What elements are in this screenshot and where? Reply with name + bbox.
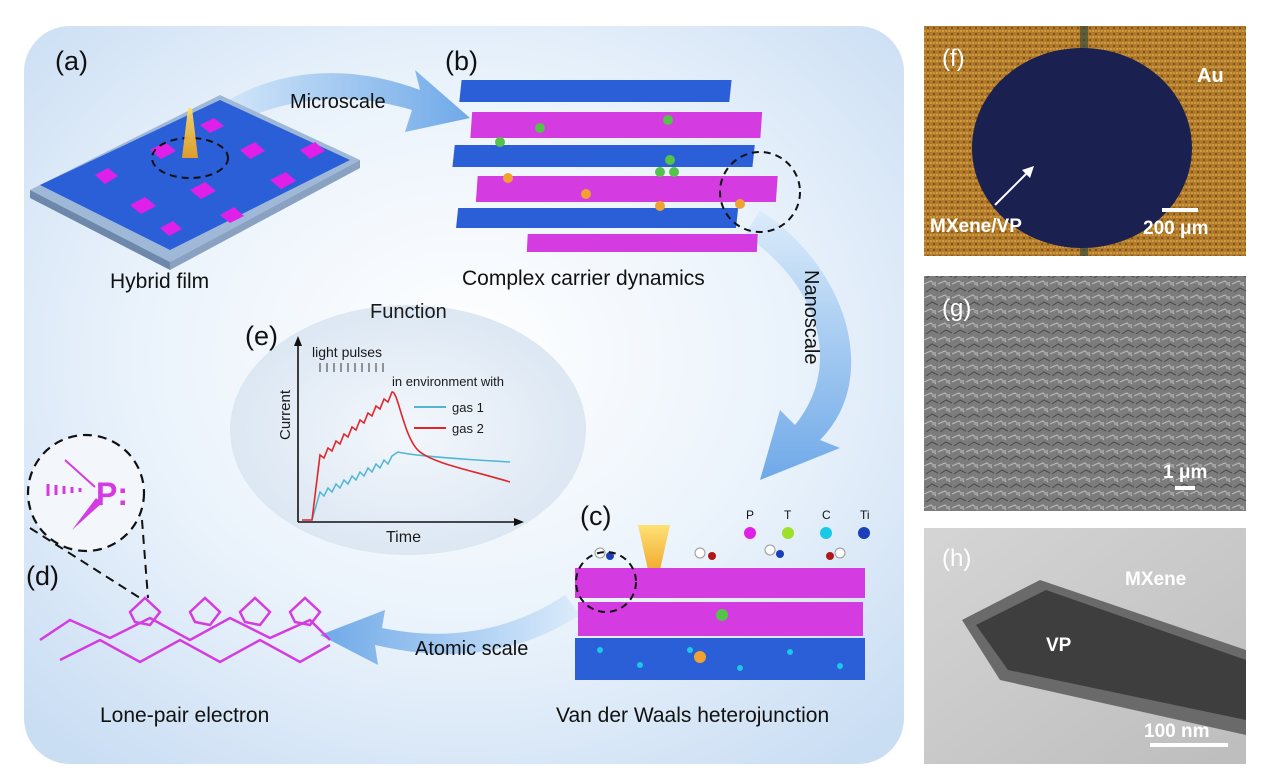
light-beam xyxy=(182,108,198,158)
annotation-arrow xyxy=(994,169,1031,206)
arrow-atomic-label: Atomic scale xyxy=(415,638,528,660)
atom-legend-swatch-p xyxy=(744,527,756,539)
mxene-vp-disk xyxy=(972,48,1192,248)
surface-molecules xyxy=(594,544,846,560)
hashed-bond xyxy=(46,484,82,496)
arrow-micro-label: Microscale xyxy=(290,91,386,113)
panel-f-annotation: MXene/VP xyxy=(930,216,1022,237)
atom-legend-swatch-c xyxy=(820,527,832,539)
legend-label-gas1: gas 1 xyxy=(452,400,484,415)
panel-d-label: (d) xyxy=(26,561,59,591)
panel-g-label: (g) xyxy=(942,295,971,322)
wedge-bond xyxy=(72,498,102,530)
series-line-gas2 xyxy=(302,391,511,521)
panel-c: (c) P T C Ti Van der Waals heterojunction xyxy=(556,501,870,727)
panel-c-label: (c) xyxy=(580,501,611,531)
vp-flakes xyxy=(95,118,325,236)
panel-h-mxene-label: MXene xyxy=(1125,569,1186,590)
pulses-label: light pulses xyxy=(312,344,382,360)
panel-b-caption: Complex carrier dynamics xyxy=(462,267,705,290)
panel-h-vp-label: VP xyxy=(1046,635,1072,656)
panel-b-label: (b) xyxy=(445,46,478,76)
atom-legend-label-t: T xyxy=(784,508,792,522)
panel-h-label: (h) xyxy=(942,545,971,572)
legend-label-gas2: gas 2 xyxy=(452,421,484,436)
y-axis-label: Current xyxy=(277,389,294,440)
panel-e: Function (e) Current Time light pulses i… xyxy=(230,301,586,555)
sem-image xyxy=(924,276,1246,511)
panel-e-title: Function xyxy=(370,301,447,323)
lone-pair-symbol: P: xyxy=(96,476,128,512)
panel-f: (f) Au MXene/VP 200 μm xyxy=(924,26,1246,256)
atom-legend-swatch-ti xyxy=(858,527,870,539)
atom-legend-label-c: C xyxy=(822,508,831,522)
arrow-nano: Nanoscale xyxy=(745,210,852,480)
series-line-gas1 xyxy=(311,451,511,521)
focus-circle-b xyxy=(719,151,801,233)
carbon-atoms xyxy=(597,647,843,671)
focus-circle-c xyxy=(575,551,637,613)
panel-a-label: (a) xyxy=(55,46,88,76)
env-label: in environment with xyxy=(392,374,504,389)
panel-g-scale: 1 μm xyxy=(1163,462,1207,483)
atom-legend-label-ti: Ti xyxy=(860,508,870,522)
panel-f-label: (f) xyxy=(942,45,965,72)
atom-legend-label-p: P xyxy=(746,508,754,522)
panel-f-au-label: Au xyxy=(1197,65,1224,87)
panel-d-caption: Lone-pair electron xyxy=(100,704,269,727)
vp-atomic-structure xyxy=(39,596,331,664)
pulse-ticks xyxy=(319,363,384,372)
panel-h-scale: 100 nm xyxy=(1144,721,1209,742)
panel-a: (a) Hybrid film xyxy=(30,46,360,293)
hole-dots xyxy=(503,173,745,211)
inset-circle xyxy=(26,433,146,553)
panel-e-ellipse xyxy=(230,305,586,555)
panel-f-scale: 200 μm xyxy=(1143,218,1209,239)
arrow-atomic: Atomic scale xyxy=(320,595,580,665)
layer-stack xyxy=(452,80,778,252)
hole-c xyxy=(694,651,706,663)
arrow-nano-label: Nanoscale xyxy=(800,270,822,365)
vp-layer-top xyxy=(575,568,865,598)
panel-g: (g) 1 μm xyxy=(924,276,1246,511)
light-beam-c xyxy=(638,525,670,570)
panel-h: (h) MXene VP 100 nm xyxy=(924,528,1246,764)
panel-d: (d) P: Lone-pair electron xyxy=(26,433,331,727)
electron-c xyxy=(716,609,728,621)
arrow-micro: Microscale xyxy=(200,70,470,135)
mxene-film xyxy=(40,100,350,250)
panel-c-caption: Van der Waals heterojunction xyxy=(556,704,829,727)
x-axis-label: Time xyxy=(386,529,421,546)
electron-dots xyxy=(495,115,679,177)
panel-e-label: (e) xyxy=(245,321,278,351)
focus-circle xyxy=(151,137,229,179)
atom-legend-swatch-t xyxy=(782,527,794,539)
panel-b: (b) Complex carrier dynamics xyxy=(445,46,801,290)
mxene-layer xyxy=(575,638,865,680)
atom-legend: P T C Ti xyxy=(744,508,870,539)
panel-a-caption: Hybrid film xyxy=(110,270,209,293)
